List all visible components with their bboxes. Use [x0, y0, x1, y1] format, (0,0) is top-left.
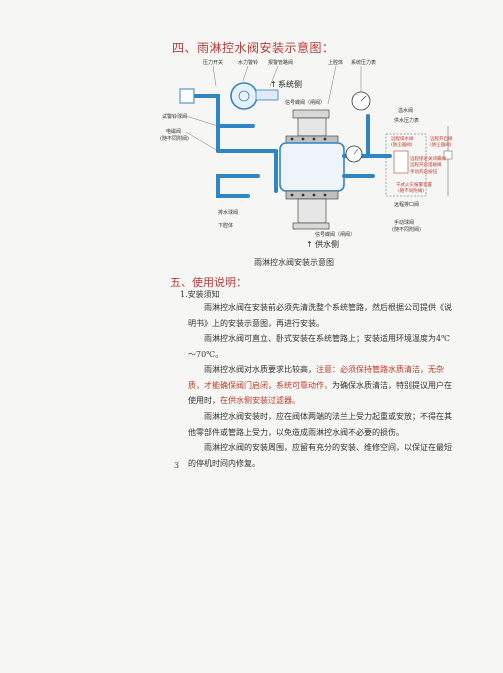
label-upper-chamber: 上腔体	[328, 59, 343, 66]
filter-warning-text: 在供水侧安装过滤器。	[220, 396, 300, 405]
label-lower-chamber: 下腔体	[218, 222, 233, 229]
paragraph-4: 雨淋控水阀安装时，应在阀体两端的法兰上受力起重或安放；不得在其他零部件或管路上受…	[188, 412, 452, 437]
valve-installation-diagram: 压力开关 水力警铃 报警管路阀 上腔体 系统压力表 系统侧 ↑ 信号蝶阀（闸	[160, 59, 453, 249]
paragraph-3: 雨淋控水阀对水质要求比较高，注意：必须保持管路水质清洁，无杂质，才能确保阀门启闭…	[188, 365, 452, 405]
label-system-side: 系统侧	[278, 79, 302, 89]
svg-text:手动开启按钮: 手动开启按钮	[410, 168, 437, 175]
svg-text:远程排水阀: 远程排水阀	[391, 135, 414, 142]
label-alarm-line-valve: 报警管路阀	[268, 59, 293, 66]
diagram-caption: 雨淋控水阀安装示意图	[254, 258, 334, 267]
label-drain-ball-valve: 排水球阀	[218, 209, 238, 216]
subsection-1-title: 1.安装须知	[180, 290, 220, 299]
svg-text:(防尘器阀): (防尘器阀)	[391, 141, 413, 148]
label-signal-valve-bottom: 信号蝶阀（闸阀）	[315, 231, 355, 238]
page-number: 3	[174, 461, 180, 470]
label-pressure-switch: 压力开关	[203, 59, 223, 66]
svg-text:(随不同附阀): (随不同附阀)	[160, 135, 189, 142]
warning-text: 注意：必须保持管路水质清洁，无杂质，才能确保阀门启闭，系统可靠动作，	[188, 365, 444, 390]
label-system-gauge: 系统压力表	[351, 59, 376, 66]
paragraph-1: 雨淋控水阀在安装前必须先清洗整个系统管路，然后根据公司提供《说明书》上的安装示意…	[188, 303, 452, 328]
label-supply-side: 供水侧	[315, 239, 339, 249]
label-supply-gauge: 供水压力表	[394, 117, 419, 124]
svg-text:↑: ↑	[270, 80, 277, 89]
label-test-bell-valve: 试警铃球阀	[162, 113, 187, 120]
section-5-title: 五、使用说明：	[170, 276, 247, 289]
section-4-title: 四、雨淋控水阀安装示意图：	[172, 41, 335, 55]
svg-text:↑: ↑	[306, 240, 313, 249]
svg-text:(防尘器阀): (防尘器阀)	[430, 141, 452, 148]
svg-text:干式火灾报警装置: 干式火灾报警装置	[396, 181, 432, 188]
label-water-motor-alarm: 水力警铃	[238, 59, 258, 66]
label-overflow-valve: 溢水阀	[398, 107, 413, 114]
label-remote-drain: 远程排口阀	[394, 201, 419, 208]
paragraph-2: 雨淋控水阀可直立、卧式安装在系统管路上；安装适用环境温度为4℃～70℃。	[188, 334, 451, 359]
label-signal-valve-top: 信号蝶阀（闸阀）	[285, 99, 325, 106]
svg-text:远程接近关闭蝶阀: 远程接近关闭蝶阀	[410, 155, 446, 162]
paragraph-5: 雨淋控水阀的安装周围，应留有充分的安装、维修空间，以保证在最短的停机时间内修复。	[188, 443, 452, 468]
svg-text:远程开启电磁阀: 远程开启电磁阀	[410, 161, 442, 168]
svg-text:远程开启阀: 远程开启阀	[430, 135, 453, 142]
alarm-bell-icon	[230, 82, 258, 110]
label-manual-ball-valve: 手动球阀	[394, 219, 414, 226]
svg-text:(随不同附阀): (随不同附阀)	[392, 226, 421, 233]
label-solenoid-valve: 电磁阀	[166, 128, 181, 135]
svg-text:(随不同附阀): (随不同附阀)	[398, 187, 424, 194]
